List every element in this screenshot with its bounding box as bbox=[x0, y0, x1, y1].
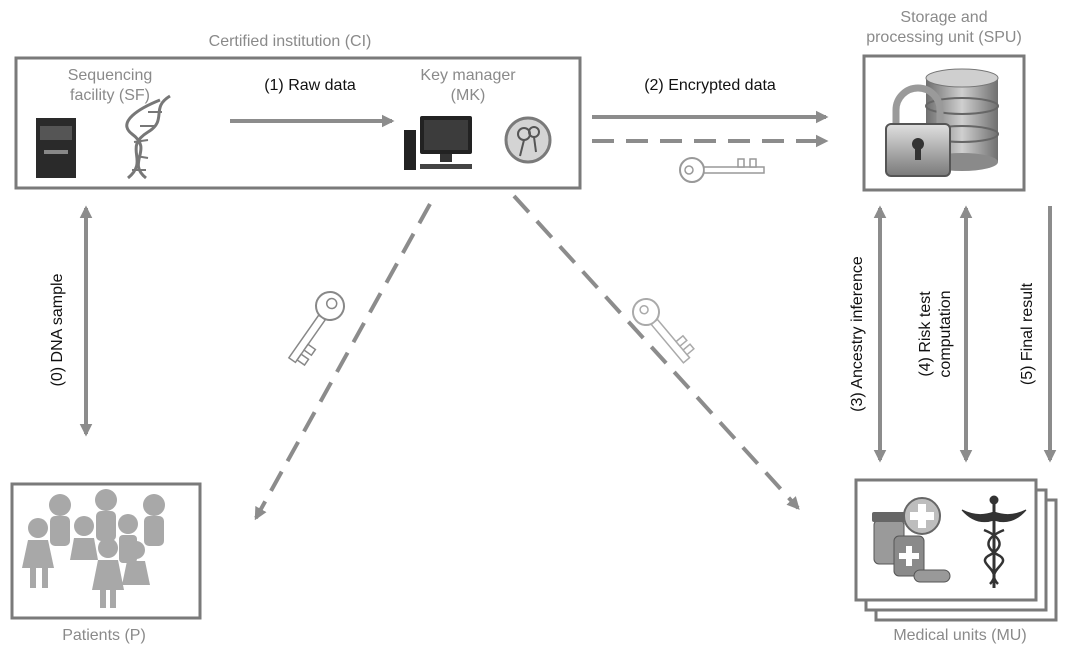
step3-label: (3) Ancestry inference bbox=[849, 256, 866, 412]
medicine-icon bbox=[872, 497, 951, 583]
spu-label-line1: Storage and bbox=[900, 9, 987, 26]
spu-label-line2: processing unit (SPU) bbox=[866, 29, 1022, 46]
sf-label-line2: facility (SF) bbox=[70, 87, 150, 104]
medical-units-label: Medical units (MU) bbox=[893, 627, 1026, 644]
mk-label-line2: (MK) bbox=[451, 87, 486, 104]
mk-label-line1: Key manager bbox=[420, 67, 516, 84]
step2-label: (2) Encrypted data bbox=[644, 77, 776, 94]
database-lock-icon bbox=[885, 68, 999, 177]
ci-title: Certified institution (CI) bbox=[209, 33, 372, 50]
computer-icon bbox=[404, 116, 472, 170]
step1-label: (1) Raw data bbox=[264, 77, 356, 94]
key-icon bbox=[632, 298, 695, 364]
caduceus-icon bbox=[961, 495, 1027, 588]
people-icon bbox=[22, 489, 165, 608]
key-icon bbox=[287, 291, 345, 367]
key-to-medical-units-arrow bbox=[512, 194, 800, 510]
step0-label: (0) DNA sample bbox=[49, 273, 66, 386]
sf-label-line1: Sequencing bbox=[68, 67, 153, 84]
patients-label: Patients (P) bbox=[62, 627, 146, 644]
sequencer-icon bbox=[36, 118, 76, 178]
step4-label-line2: computation bbox=[937, 290, 954, 377]
mu-box-front bbox=[854, 478, 1038, 602]
step5-label: (5) Final result bbox=[1019, 282, 1036, 385]
dna-helix-icon bbox=[125, 94, 171, 180]
step4-label-line1: (4) Risk test bbox=[917, 291, 934, 377]
key-manager-icon bbox=[504, 116, 552, 164]
key-icon bbox=[679, 157, 765, 183]
key-to-patients-arrow bbox=[254, 203, 432, 521]
